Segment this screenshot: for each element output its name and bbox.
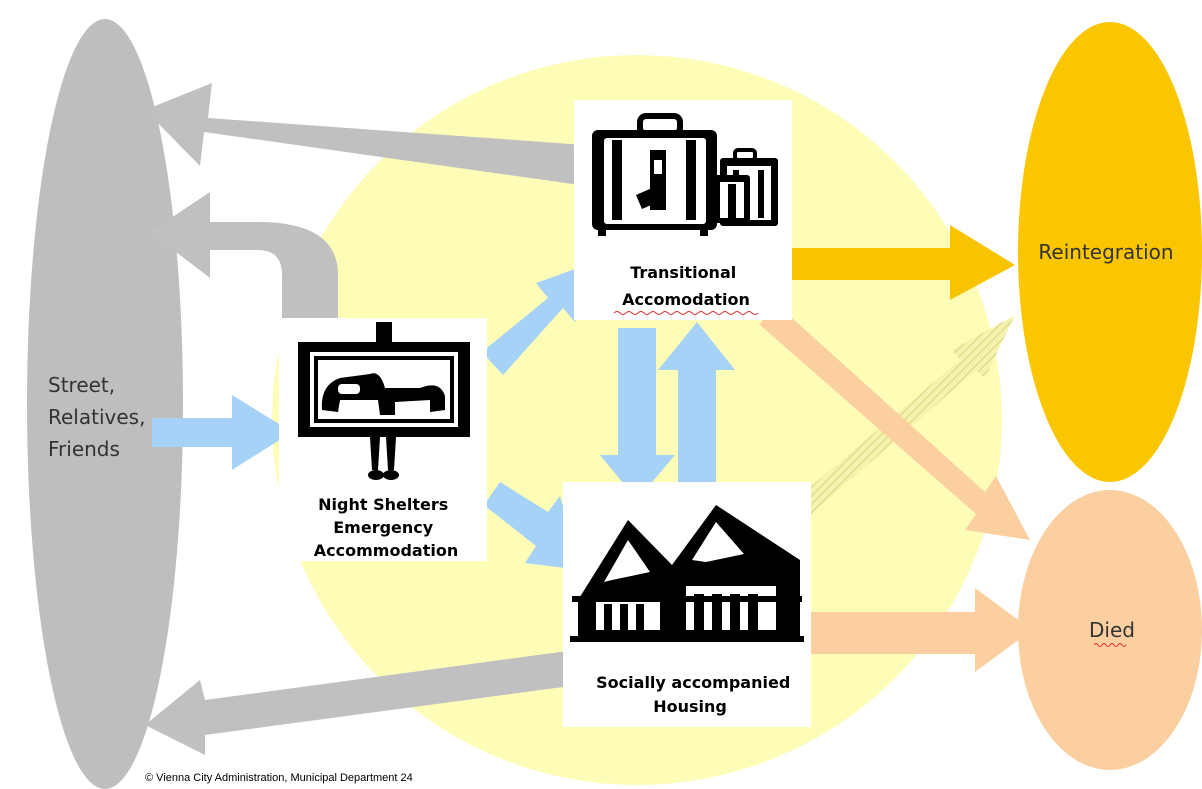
street-label: Street, Relatives, Friends: [48, 373, 152, 461]
arrow-transitional-to-died: [760, 300, 1030, 540]
arrow-transitional-to-street: [145, 83, 585, 185]
street-ellipse: [27, 19, 183, 789]
arrow-transitional-to-reintegration: [788, 225, 1015, 300]
arrow-transitional-to-housing: [600, 328, 675, 500]
reintegration-ellipse: [1018, 22, 1202, 482]
arrow-housing-to-died: [808, 588, 1032, 672]
arrow-shelters-to-street: [150, 192, 338, 330]
arrow-housing-to-street: [145, 650, 578, 755]
reintegration-label: Reintegration: [1038, 240, 1173, 264]
arrow-housing-to-transitional: [658, 322, 735, 492]
transitional-label: Transitional Accomodation: [622, 263, 750, 309]
arrow-shelters-to-housing: [484, 482, 582, 570]
suitcase-icon: [592, 113, 778, 236]
house-icon: [570, 505, 804, 642]
housing-label: Socially accompanied Housing: [596, 673, 796, 716]
died-ellipse: [1018, 490, 1202, 770]
bed-sign-icon: [298, 322, 470, 480]
spellcheck-underline-died: [1093, 643, 1127, 647]
arrow-street-to-shelters: [152, 395, 292, 470]
spellcheck-underline-accomodation: [613, 311, 759, 315]
arrow-housing-to-reintegration: [795, 315, 1015, 515]
night-shelters-label: Night Shelters Emergency Accommodation: [314, 495, 458, 560]
died-label: Died: [1089, 618, 1135, 642]
arrow-shelters-to-transitional: [482, 262, 595, 375]
credit-text: © Vienna City Administration, Municipal …: [145, 772, 413, 784]
